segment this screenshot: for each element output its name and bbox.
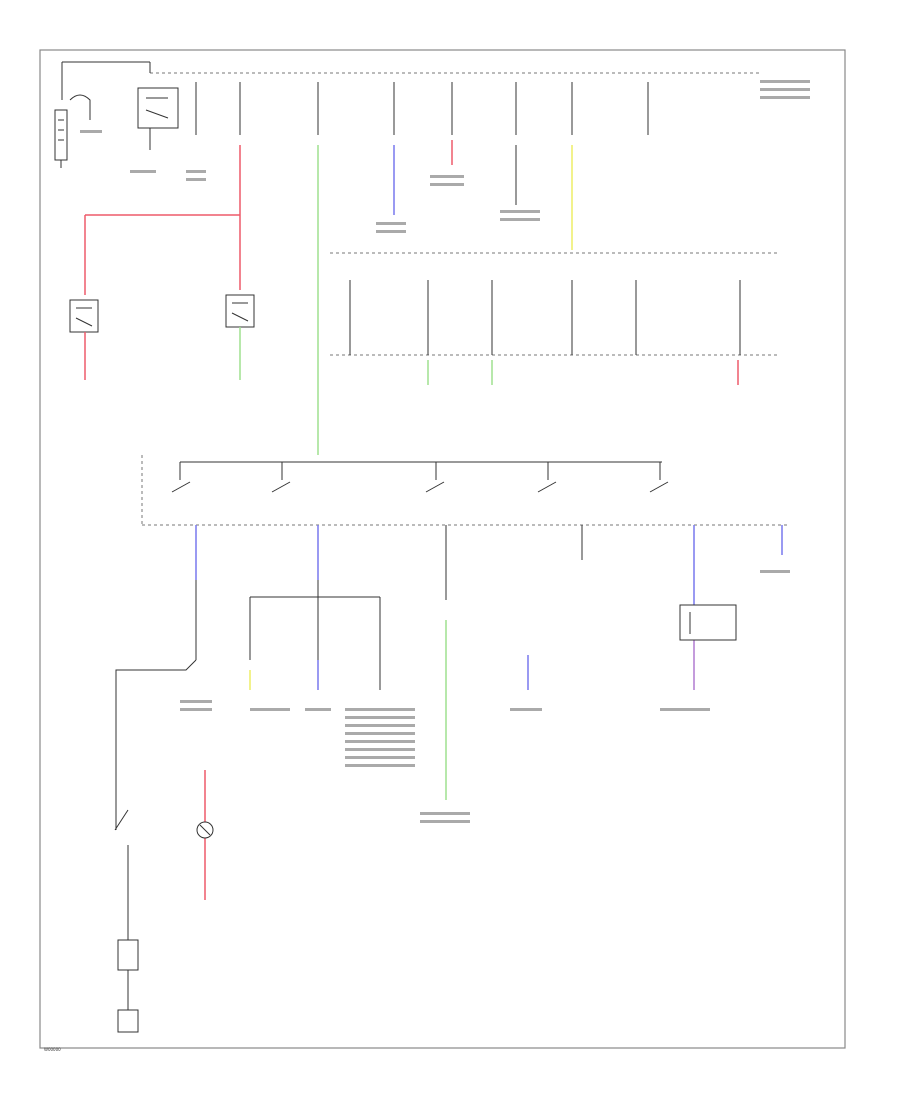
battery-icon [54, 109, 68, 168]
diagram-id: W00000 [44, 1047, 61, 1052]
lower-left-branch [114, 659, 197, 1033]
ignition-switch [141, 455, 790, 526]
dash-fuse-box [330, 252, 780, 356]
relay-icon [679, 604, 737, 641]
diagram-frame [39, 49, 846, 1049]
relay-icon [137, 87, 179, 150]
fuse-labels-top [80, 80, 810, 233]
underhood-fuse-box [61, 61, 760, 135]
lamp-icon [196, 770, 214, 900]
relay-icon [69, 299, 99, 333]
fusible-link-icon [69, 94, 91, 120]
destination-labels [180, 570, 790, 823]
relay-icon [225, 294, 255, 328]
